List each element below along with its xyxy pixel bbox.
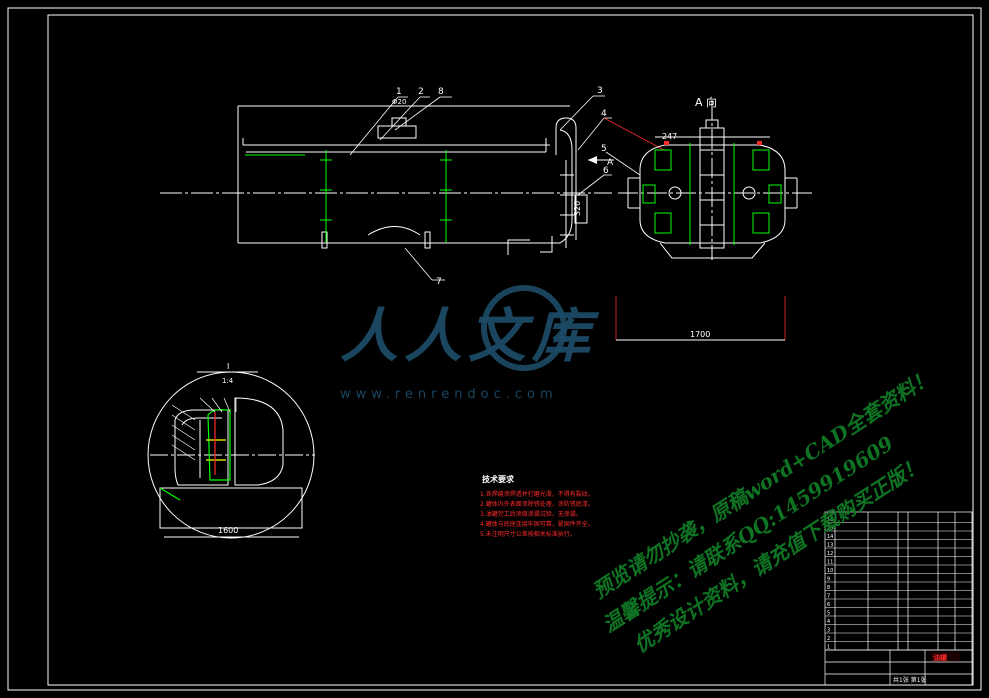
- end-view-brackets: [642, 143, 782, 245]
- callout-6: 6: [603, 166, 609, 176]
- callout-8: 8: [438, 87, 444, 97]
- watermark-circle-icon: [481, 285, 567, 371]
- watermark-logo-text: 人人文库: [340, 302, 600, 370]
- callout-5: 5: [601, 144, 607, 154]
- view-direction-arrow: [588, 156, 614, 164]
- renrendoc-watermark: 人人文库 www.renrendoc.com: [340, 285, 600, 402]
- callout-4: 4: [601, 109, 607, 119]
- callout-7: 7: [436, 277, 442, 287]
- title-block: [824, 511, 973, 686]
- notes-line-2: 2.罐体内外表面须除锈处理，涂防锈底漆。: [480, 500, 594, 508]
- dim-side-width: 1700: [690, 330, 710, 339]
- sheet-info: 共1张 第1张: [893, 676, 927, 684]
- parts-row-number: 10: [827, 568, 833, 574]
- dim-bar-label: Φ20: [392, 98, 406, 106]
- parts-row-number: 2: [827, 636, 830, 642]
- detail-highlights: [159, 408, 231, 501]
- dim-detail-width: 1600: [218, 526, 238, 535]
- detail-scale: 1:4: [222, 377, 234, 385]
- arrow-label: A: [607, 158, 614, 168]
- callout-3: 3: [597, 86, 603, 96]
- parts-row-number: 7: [827, 594, 830, 600]
- notes-line-5: 5.未注明尺寸公差按相关标准执行。: [480, 530, 576, 538]
- watermark-url: www.renrendoc.com: [340, 387, 558, 402]
- end-view-markers: [664, 141, 762, 145]
- tank-side-view: [160, 105, 612, 255]
- parts-row-number: 3: [827, 628, 830, 634]
- parts-row-number: 12: [827, 551, 833, 557]
- dim-step-height: 320: [573, 201, 582, 216]
- diagonal-promo-watermark: 预览请勿抄袭，原稿word+CAD全套资料！ 温馨提示：请联系QQ:145991…: [588, 365, 937, 658]
- notes-line-4: 4.罐体与底座连接牢固可靠，紧固件齐全。: [480, 520, 594, 528]
- title-block-texts: 油罐 共1张 第1张: [893, 652, 960, 684]
- parts-row-number: 8: [827, 585, 830, 591]
- parts-row-number: 5: [827, 611, 830, 617]
- parts-row-number: 13: [827, 543, 833, 549]
- promo-line-2: 温馨提示：请联系QQ:1459919609: [598, 431, 897, 637]
- parts-row-number: 4: [827, 619, 830, 625]
- callout-1: 1: [396, 87, 402, 97]
- detail-view-I: [147, 371, 315, 539]
- parts-row-number: 9: [827, 577, 830, 583]
- detail-leaders: [171, 397, 237, 461]
- tank-end-view: [616, 100, 815, 341]
- parts-row-number: 11: [827, 560, 833, 566]
- notes-title: 技术要求: [482, 474, 515, 484]
- dim-top-offset: 247: [662, 132, 677, 141]
- parts-row-number: 15: [827, 526, 833, 532]
- drawing-labels: A 向 1 2 8 3 4 5 6 7 A 247 320 Φ20 1700 I…: [218, 86, 717, 535]
- drawing-frame: [7, 7, 982, 691]
- title-block-rows: 16 15 14 13 12 11 10 9 8 7 6 5 4 3 2 1: [825, 517, 972, 651]
- view-label: A 向: [695, 95, 717, 109]
- parts-row-number: 16: [827, 517, 833, 523]
- notes-line-3: 3.油罐完工后须做渗漏试验，无渗漏。: [480, 510, 582, 518]
- parts-row-number: 1: [827, 645, 830, 651]
- side-view-stiffeners: [320, 150, 452, 243]
- drawing-name-red: 油罐: [933, 653, 947, 662]
- technical-notes: 技术要求 1.各焊缝须焊透并打磨光滑，不得有裂纹。 2.罐体内外表面须除锈处理，…: [480, 474, 594, 538]
- parts-row-number: 14: [827, 534, 833, 540]
- notes-line-1: 1.各焊缝须焊透并打磨光滑，不得有裂纹。: [480, 490, 594, 498]
- callout-2: 2: [418, 87, 424, 97]
- dimension-lines: [603, 117, 786, 340]
- detail-label: I: [227, 362, 229, 371]
- parts-row-number: 6: [827, 602, 830, 608]
- callout-leaders: [349, 95, 641, 281]
